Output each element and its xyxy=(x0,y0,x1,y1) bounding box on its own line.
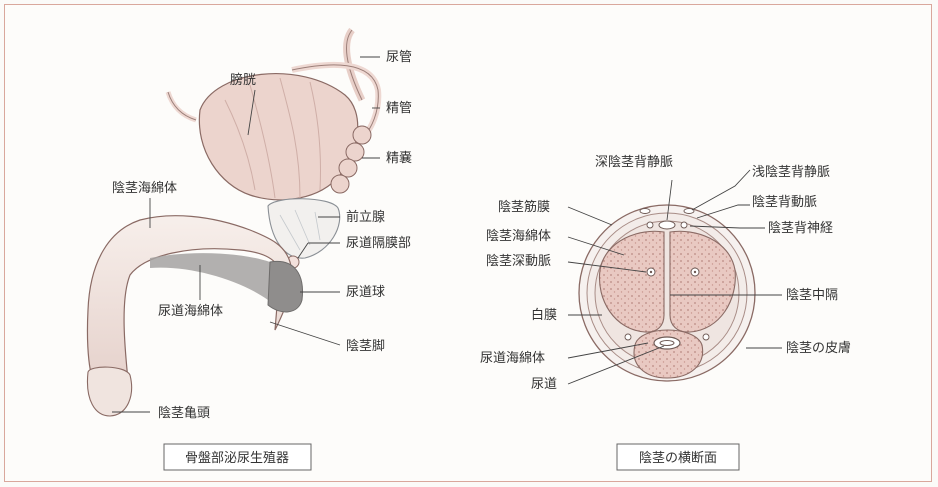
label-glans: 陰茎亀頭 xyxy=(158,406,210,421)
caption-right: 陰茎の横断面 xyxy=(639,451,717,466)
label-corpus-cavernosum-right: 陰茎海綿体 xyxy=(486,229,551,244)
label-ureter: 尿管 xyxy=(386,50,412,65)
label-tunica: 白膜 xyxy=(531,307,557,323)
label-corpus-spongiosum-right: 尿道海綿体 xyxy=(480,351,545,366)
label-crus: 陰茎脚 xyxy=(346,338,385,354)
label-corpus-spongiosum: 尿道海綿体 xyxy=(158,304,223,319)
label-seminal-vesicle: 精嚢 xyxy=(386,150,412,166)
corpus-spongiosum-band xyxy=(150,253,270,300)
glans-shape xyxy=(87,367,131,416)
label-vas-deferens: 精管 xyxy=(386,101,412,116)
urethra-lumen xyxy=(654,337,680,349)
caption-left: 骨盤部泌尿生殖器 xyxy=(185,450,289,466)
label-corpus-cavernosum: 陰茎海綿体 xyxy=(112,181,177,196)
label-membranous-urethra: 尿道隔膜部 xyxy=(346,236,411,251)
label-bladder: 膀胱 xyxy=(230,72,256,88)
label-urethra: 尿道 xyxy=(531,377,557,392)
ureter-left-tube xyxy=(168,92,196,120)
label-deep-dorsal-vein: 深陰茎背静脈 xyxy=(595,155,673,170)
label-prostate: 前立腺 xyxy=(346,209,385,225)
label-deep-artery: 陰茎深動脈 xyxy=(486,254,551,269)
urethral-bulb xyxy=(268,261,303,312)
label-septum: 陰茎中隔 xyxy=(786,288,838,303)
label-skin: 陰茎の皮膚 xyxy=(786,340,851,356)
label-bulb: 尿道球 xyxy=(346,285,385,300)
label-dorsal-artery: 陰茎背動脈 xyxy=(752,195,817,210)
label-dorsal-nerve: 陰茎背神経 xyxy=(768,221,833,236)
cross-section-diagram xyxy=(568,170,782,384)
label-superficial-dorsal-vein: 浅陰茎背静脈 xyxy=(752,165,830,180)
label-fascia: 陰茎筋膜 xyxy=(498,199,550,215)
penis-body xyxy=(87,216,291,380)
